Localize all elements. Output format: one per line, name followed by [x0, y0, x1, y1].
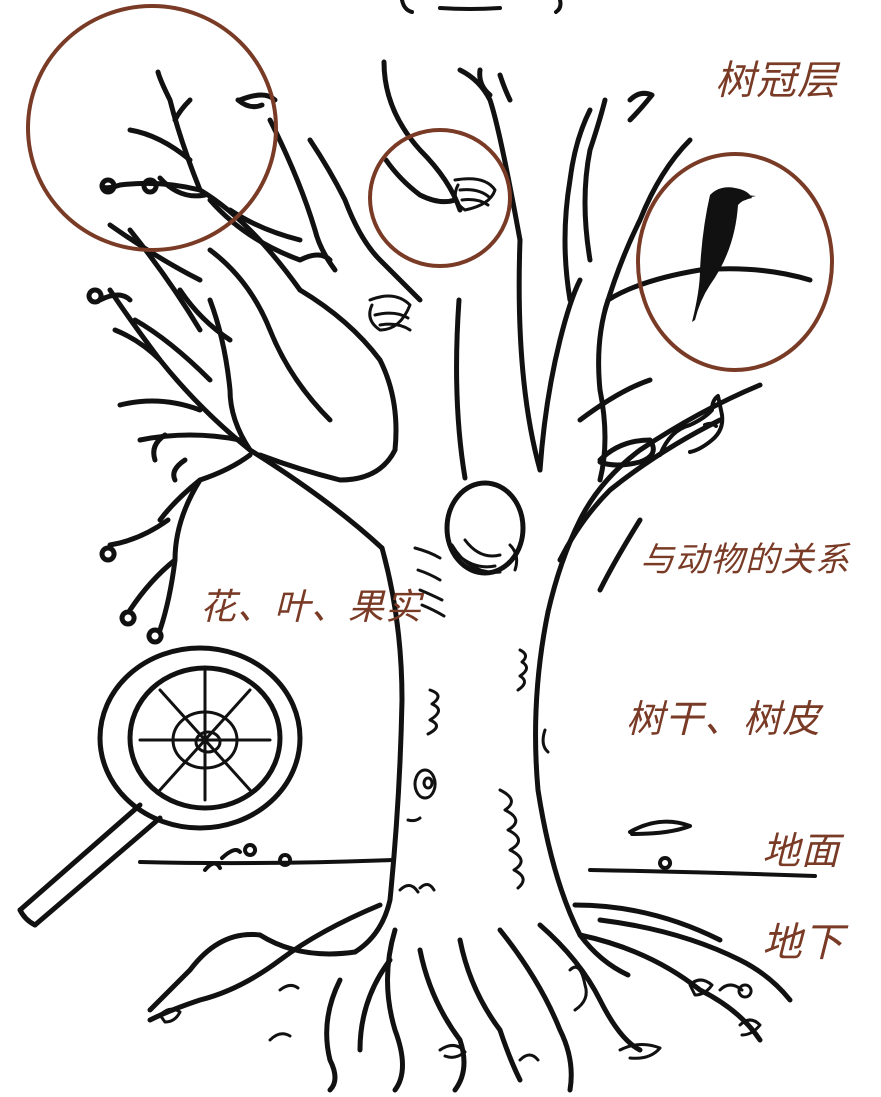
nest-circle [368, 128, 512, 268]
nest-icon [368, 177, 497, 332]
annotation-circles [26, 4, 834, 372]
label-trunk-bark: 树干、树皮 [626, 697, 822, 741]
canopy-circle [26, 4, 278, 252]
ground-line [138, 819, 817, 878]
label-ground: 地面 [762, 829, 841, 873]
middle-branches [307, 59, 523, 303]
bark-texture [406, 648, 550, 890]
squirrel-icon [658, 394, 725, 457]
tree-rings [138, 668, 272, 802]
soil-doodles [158, 883, 762, 1062]
tree-hole [413, 480, 526, 618]
top-scribble [400, 0, 563, 14]
tree-trunk [352, 237, 631, 978]
label-flowers-leaves-fruit: 花、叶、果实 [200, 587, 423, 628]
magnifying-glass-icon [17, 645, 303, 928]
upper-left-branch [99, 69, 338, 333]
label-canopy-layer: 树冠层 [715, 58, 838, 104]
label-underground: 地下 [762, 920, 844, 966]
left-branches [86, 247, 399, 645]
bird-icon [692, 187, 756, 322]
bird-circle [636, 152, 834, 372]
label-animal-relations: 与动物的关系 [640, 540, 850, 580]
tree-roots [147, 902, 793, 1093]
